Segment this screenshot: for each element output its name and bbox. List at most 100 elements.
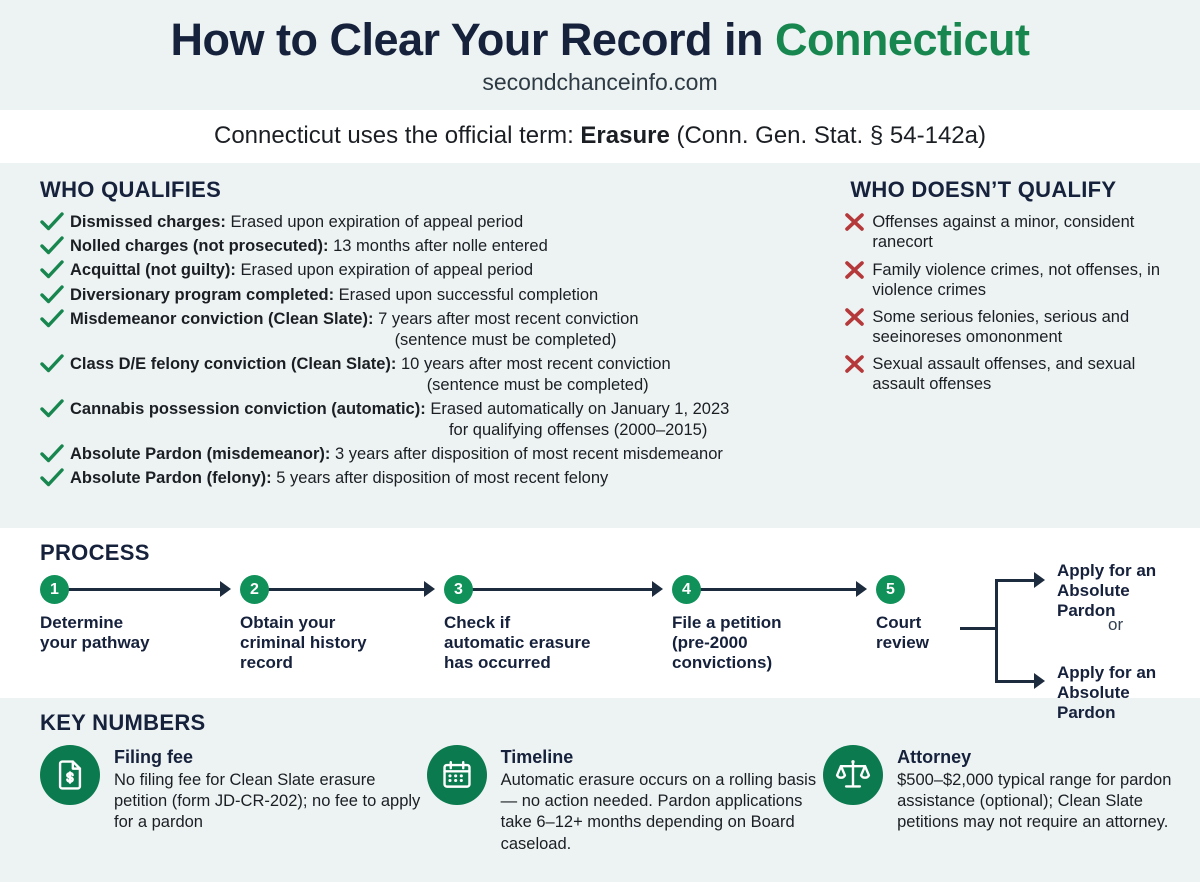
qualify-item-continuation: (sentence must be completed) (394, 330, 617, 349)
branch-stem-line (960, 627, 997, 631)
check-icon-wrap (40, 444, 70, 464)
key-number-text: No filing fee for Clean Slate erasure pe… (114, 771, 421, 832)
step-label: Court review (876, 613, 929, 653)
term-word: Erasure (580, 122, 670, 150)
list-item: Diversionary program completed: Erased u… (40, 284, 834, 306)
check-icon (40, 354, 64, 373)
qualify-item-label: Misdemeanor conviction (Clean Slate): (70, 309, 374, 328)
connector-line (470, 588, 654, 592)
connector-arrow-icon (220, 581, 231, 598)
check-icon (40, 260, 64, 279)
check-icon (40, 468, 64, 487)
qualify-item-text: Nolled charges (not prosecuted): 13 mont… (70, 237, 548, 256)
list-item: Family violence crimes, not offenses, in… (844, 260, 1172, 300)
key-number-card: Attorney$500–$2,000 typical range for pa… (823, 745, 1180, 854)
connector-line (698, 588, 858, 592)
list-item: Cannabis possession conviction (automati… (40, 399, 834, 441)
page-title-main: How to Clear Your Record in (170, 14, 775, 65)
eligibility-section: WHO QUALIFIES Dismissed charges: Erased … (0, 163, 1200, 529)
who-doesnt-qualify-list: Offenses against a minor, consident rane… (844, 212, 1172, 394)
list-item: Misdemeanor conviction (Clean Slate): 7 … (40, 308, 834, 351)
key-number-card: Filing fee No filing fee for Clean Slate … (40, 745, 427, 854)
list-item: Class D/E felony conviction (Clean Slate… (40, 354, 834, 396)
check-icon-wrap (40, 284, 70, 305)
close-icon (845, 260, 865, 279)
branch-bottom-line (995, 680, 1037, 684)
step-number-badge: 2 (240, 575, 269, 605)
qualify-item-text: Class D/E felony conviction (Clean Slate… (70, 354, 671, 396)
check-icon-wrap (40, 236, 70, 256)
qualify-item-text: Cannabis possession conviction (automati… (70, 399, 729, 441)
x-icon-wrap (844, 307, 872, 327)
calendar-icon (442, 761, 471, 789)
document-dollar-icon-badge (40, 745, 100, 806)
x-icon-wrap (844, 260, 872, 280)
check-icon-wrap (40, 399, 70, 419)
official-term-bar: Connecticut uses the official term: Eras… (0, 110, 1200, 164)
page-title: How to Clear Your Record in Connecticut (0, 16, 1200, 63)
qualify-item-label: Nolled charges (not prosecuted): (70, 237, 329, 256)
x-icon-wrap (844, 354, 872, 374)
step-number-badge: 1 (40, 575, 69, 605)
key-number-title: Filing fee (114, 747, 194, 768)
connector-arrow-icon (652, 581, 663, 598)
check-icon (40, 399, 64, 418)
check-icon-wrap (40, 260, 70, 280)
qualify-item-text: Acquittal (not guilty): Erased upon expi… (70, 261, 534, 280)
connector-line (266, 588, 426, 592)
step-label: Obtain your criminal history record (240, 613, 367, 673)
key-numbers-section: KEY NUMBERS Filing fee No filing fee for … (0, 698, 1200, 883)
disqualify-item-text: Some serious felonies, serious and seein… (872, 307, 1130, 346)
check-icon (40, 308, 64, 327)
who-doesnt-qualify-heading: WHO DOESN’T QUALIFY (850, 177, 1117, 203)
branch-or-label: or (1108, 615, 1124, 635)
close-icon (845, 307, 865, 326)
connector-line (66, 588, 222, 592)
process-heading: PROCESS (40, 540, 150, 566)
x-icon-wrap (844, 212, 872, 232)
step-number-badge: 3 (444, 575, 473, 605)
header-band: How to Clear Your Record in Connecticut … (0, 0, 1200, 111)
close-icon (845, 213, 865, 232)
step-number-badge: 4 (672, 575, 701, 605)
scales-of-justice-icon-badge (823, 745, 884, 806)
qualify-item-label: Diversionary program completed: (70, 285, 335, 304)
who-qualifies-column: WHO QUALIFIES Dismissed charges: Erased … (40, 177, 834, 514)
disqualify-item-text: Family violence crimes, not offenses, in… (872, 260, 1160, 299)
document-dollar-icon (58, 760, 82, 790)
branch-bottom-label: Apply for an Absolute Pardon (1057, 663, 1157, 723)
check-icon (40, 444, 64, 463)
list-item: Absolute Pardon (felony): 5 years after … (40, 468, 834, 489)
check-icon-wrap (40, 354, 70, 374)
process-branch: Apply for an Absolute Pardon or Apply fo… (960, 561, 1190, 722)
branch-top-line (995, 579, 1037, 583)
close-icon (845, 355, 865, 373)
step-number-badge: 5 (876, 575, 905, 605)
list-item: Sexual assault offenses, and sexual assa… (844, 354, 1172, 394)
key-number-text: Automatic erasure occurs on a rolling ba… (500, 771, 817, 853)
scales-of-justice-icon (836, 760, 871, 788)
disqualify-item-text: Offenses against a minor, consident rane… (872, 213, 1135, 252)
check-icon-wrap (40, 308, 70, 329)
list-item: Some serious felonies, serious and seein… (844, 307, 1172, 347)
who-qualifies-heading: WHO QUALIFIES (40, 177, 222, 203)
key-numbers-heading: KEY NUMBERS (40, 710, 206, 736)
process-section: PROCESS Apply for an Absolute Pardon or … (0, 528, 1200, 722)
key-number-title: Attorney (897, 747, 972, 768)
qualify-item-label: Cannabis possession conviction (automati… (70, 400, 426, 419)
who-qualifies-list: Dismissed charges: Erased upon expiratio… (40, 212, 834, 489)
qualify-item-text: Absolute Pardon (felony): 5 years after … (70, 469, 609, 488)
check-icon (40, 284, 64, 303)
step-label: File a petition (pre-2000 convictions) (672, 613, 782, 673)
key-numbers-grid: Filing fee No filing fee for Clean Slate … (40, 745, 1180, 854)
branch-bottom-arrow-icon (1034, 673, 1045, 690)
key-number-body: Filing fee No filing fee for Clean Slate … (114, 745, 427, 854)
step-label: Check if automatic erasure has occurred (444, 613, 591, 673)
list-item: Offenses against a minor, consident rane… (844, 212, 1172, 252)
